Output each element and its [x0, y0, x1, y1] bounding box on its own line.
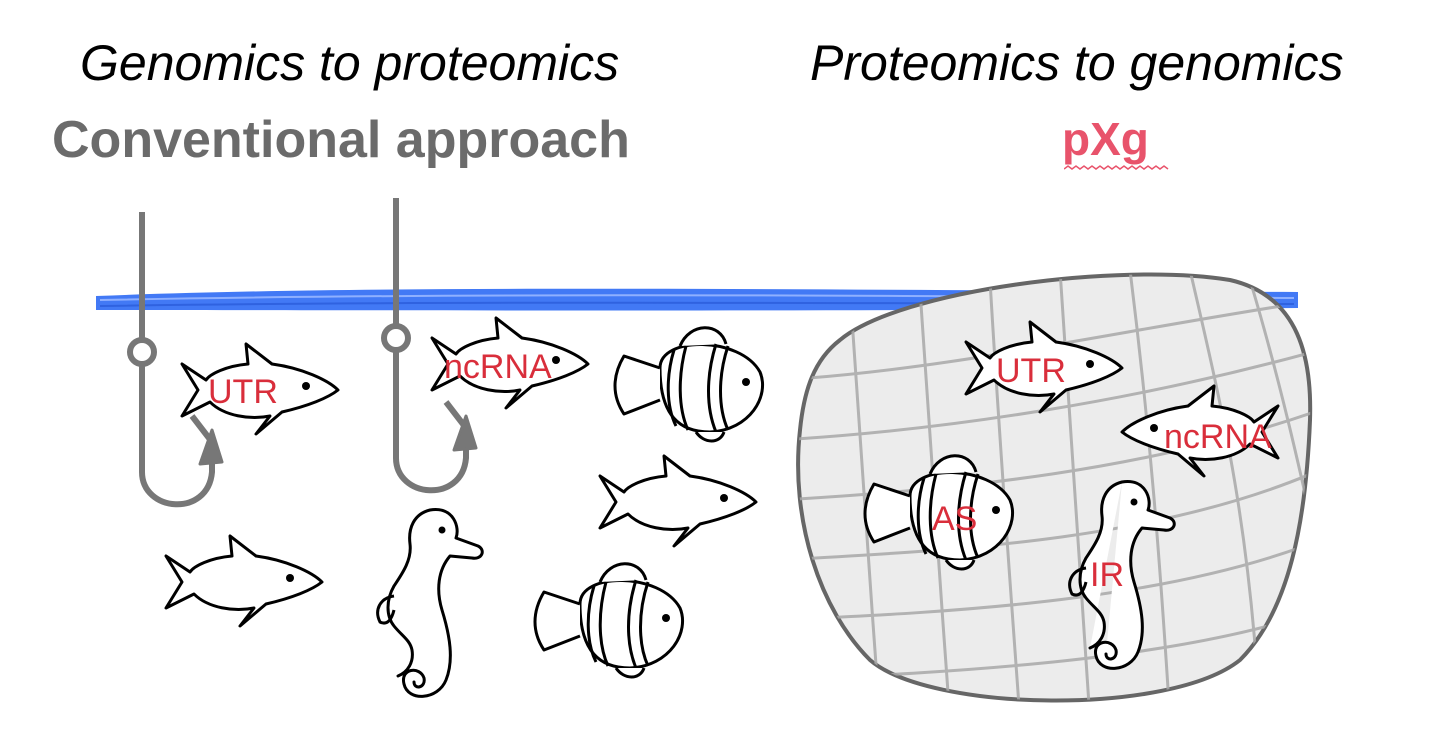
left-subtitle: Conventional approach — [52, 111, 630, 169]
net-fish-label-ir: IR — [1090, 556, 1124, 594]
left-title: Genomics to proteomics — [80, 35, 620, 91]
clownfish-icon — [613, 326, 765, 443]
fish-icon — [164, 534, 324, 628]
seahorse-icon — [376, 508, 484, 698]
hooked-fish-label-utr: UTR — [208, 373, 278, 411]
hooked-fish-label-ncrna: ncRNA — [444, 348, 552, 386]
fishing-hook-icon — [130, 212, 222, 504]
fishing-hook-icon — [384, 198, 476, 490]
net-fish-label-ncrna: ncRNA — [1164, 418, 1272, 456]
clownfish-icon — [533, 562, 685, 679]
fishing-net-icon — [796, 272, 1313, 703]
net-fish-label-utr: UTR — [996, 352, 1066, 390]
right-subtitle: pXg — [1062, 113, 1149, 165]
spellcheck-squiggle — [1064, 165, 1169, 170]
net-fish-label-as: AS — [932, 500, 977, 538]
right-title: Proteomics to genomics — [810, 35, 1344, 91]
fish-icon — [598, 454, 758, 548]
